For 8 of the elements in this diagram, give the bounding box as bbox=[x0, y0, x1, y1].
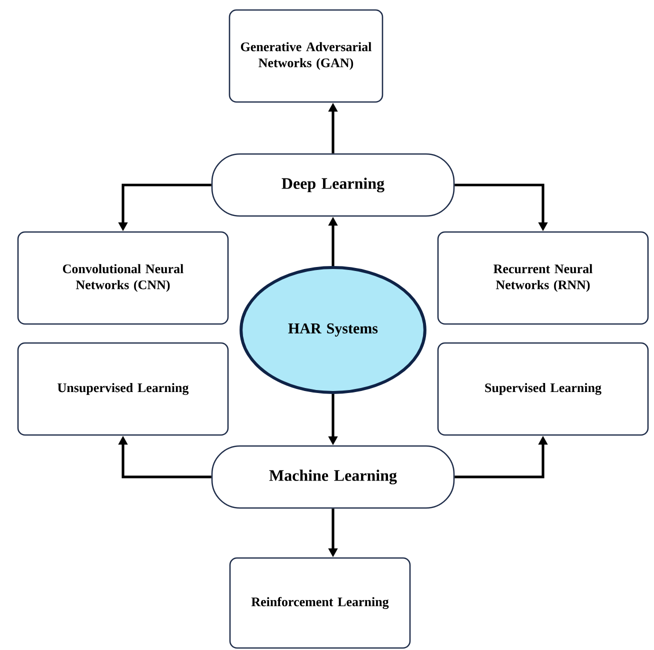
rounded-box: Machine Learning bbox=[211, 445, 455, 509]
process-box: Convolutional Neural Networks (CNN) bbox=[17, 231, 229, 325]
process-box: Recurrent Neural Networks (RNN) bbox=[437, 231, 649, 325]
process-box: Reinforcement Learning bbox=[229, 557, 411, 649]
process-box: Supervised Learning bbox=[437, 342, 649, 436]
rounded-box: Deep Learning bbox=[211, 153, 455, 217]
process-box: Generative Adversarial Networks (GAN) bbox=[228, 9, 384, 103]
process-box: Unsupervised Learning bbox=[17, 342, 229, 436]
